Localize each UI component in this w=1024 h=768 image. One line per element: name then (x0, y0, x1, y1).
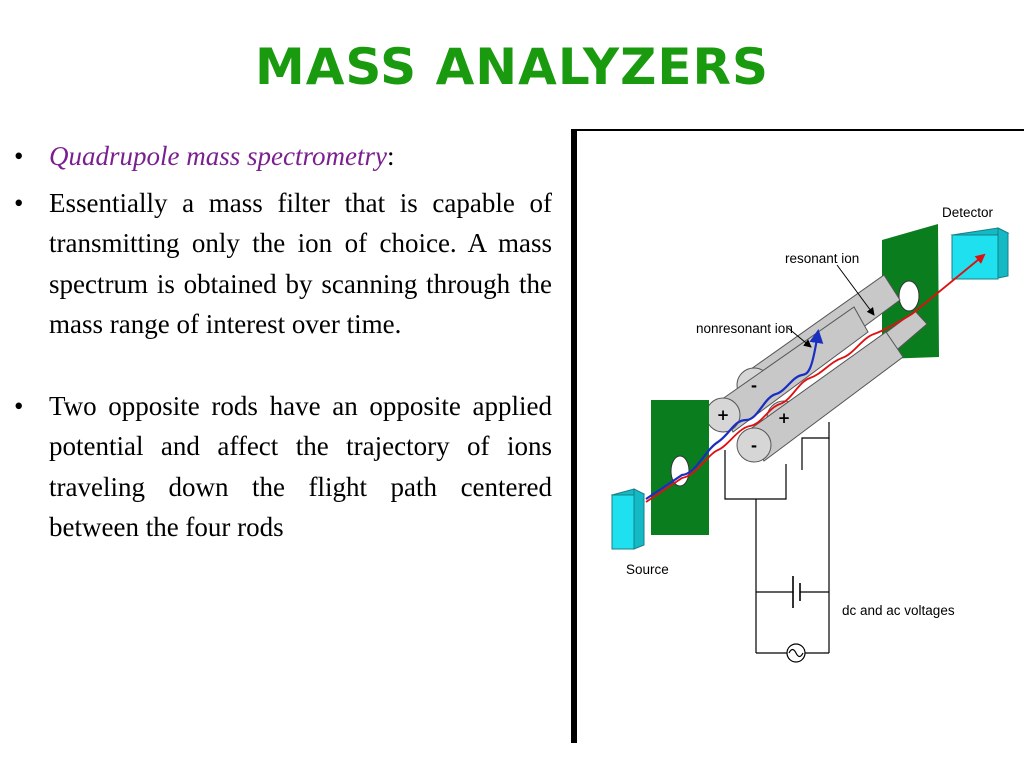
nonresonant-ion-label: nonresonant ion (696, 321, 793, 336)
source-label: Source (626, 562, 669, 577)
quadrupole-rods (705, 274, 928, 463)
bullet-item-2: • Essentially a mass filter that is capa… (14, 183, 552, 345)
nonresonant-callout-line (787, 327, 812, 348)
resonant-callout-line (836, 264, 875, 316)
detector-box (950, 227, 1010, 280)
circuit-wiring (724, 422, 830, 654)
bullet-text: Essentially a mass filter that is capabl… (49, 187, 552, 340)
ac-source-icon (786, 643, 806, 663)
bullet-subtitle: Quadrupole mass spectrometry (49, 141, 387, 171)
rod-bottom (736, 331, 904, 463)
bullet-item-1: • Quadrupole mass spectrometry: (14, 136, 552, 177)
bullet-marker: • (14, 187, 24, 218)
rod-left (705, 306, 869, 433)
source-plate (651, 400, 709, 535)
bullet-marker: • (14, 390, 24, 421)
rod-sign-bottom: - (751, 437, 757, 455)
bullet-list: • Quadrupole mass spectrometry: • Essent… (14, 136, 552, 548)
figure-frame: - - + + Detector resonant ion nonresonan… (571, 129, 1024, 743)
nonresonant-ion-trajectory (645, 329, 824, 500)
detector-label: Detector (942, 205, 994, 220)
resonant-ion-trajectory (645, 253, 986, 503)
source-box (610, 488, 646, 550)
bullet-text: Two opposite rods have an opposite appli… (49, 390, 552, 543)
bullet-marker: • (14, 141, 24, 171)
rod-sign-right: + (778, 409, 791, 427)
bullet-item-3: • Two opposite rods have an opposite app… (14, 386, 552, 548)
slide-title: MASS ANALYZERS (254, 38, 770, 96)
resonant-ion-label: resonant ion (785, 251, 859, 266)
quadrupole-diagram: - - + + Detector resonant ion nonresonan… (610, 205, 1010, 663)
bullet-subtitle-suffix: : (386, 141, 395, 171)
voltages-label: dc and ac voltages (842, 603, 955, 618)
rod-sign-left: + (717, 406, 730, 424)
rod-sign-top: - (751, 377, 757, 395)
